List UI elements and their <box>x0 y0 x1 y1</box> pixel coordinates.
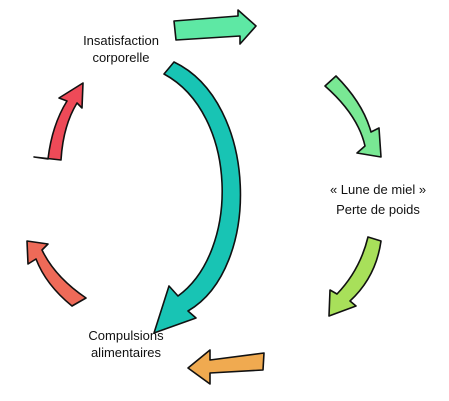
cycle-arrow-left-upper <box>33 82 84 161</box>
cycle-arrow-left-lower <box>26 240 87 307</box>
label-right-line-1: « Lune de miel » <box>329 182 427 197</box>
center-arrow <box>153 61 242 334</box>
cycle-arrow-top <box>173 9 257 45</box>
label-top-line-2: corporelle <box>92 50 150 65</box>
label-bottom-line-1: Compulsions <box>88 328 164 343</box>
cycle-arrow-bottom <box>187 349 265 385</box>
label-bottom-line-2: alimentaires <box>90 345 162 360</box>
label-honeymoon-weight-loss: « Lune de miel » Perte de poids <box>313 180 443 220</box>
label-body-dissatisfaction: Insatisfaction corporelle <box>66 32 176 66</box>
cycle-arrow-right-upper <box>324 75 382 158</box>
cycle-arrow-right-lower <box>328 236 382 317</box>
label-binge-eating: Compulsions alimentaires <box>56 327 196 361</box>
label-top-line-1: Insatisfaction <box>83 33 159 48</box>
label-right-line-2: Perte de poids <box>336 202 420 217</box>
